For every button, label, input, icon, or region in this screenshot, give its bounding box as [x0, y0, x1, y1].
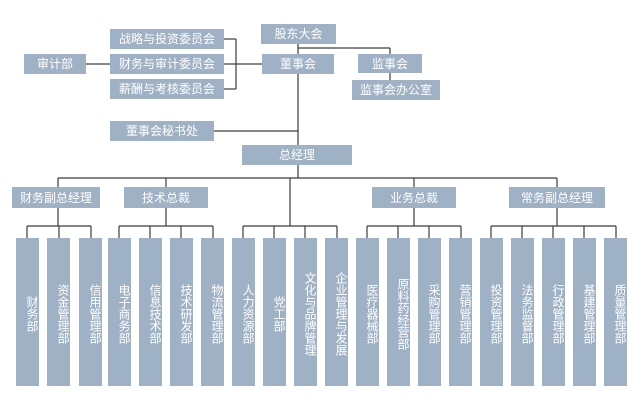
dept-ecommerce: 电子商务部: [108, 238, 131, 386]
committee-compensation-box: 薪酬与考核委员会: [110, 79, 224, 99]
dept-quality: 质量管理部: [604, 238, 627, 386]
dept-finance: 财务部: [16, 238, 39, 386]
general-manager-box: 总经理: [242, 145, 352, 165]
dept-culture-brand: 文化与品牌管理: [294, 238, 317, 386]
committee-audit-box: 财务与审计委员会: [110, 54, 224, 74]
dept-credit-management: 信用管理部: [79, 238, 102, 386]
dept-party-work: 党工部: [263, 238, 286, 386]
dept-medical-devices: 医疗器械部: [356, 238, 379, 386]
dept-hr: 人力资源部: [232, 238, 255, 386]
group-head-business-president: 业务总裁: [372, 187, 456, 208]
dept-logistics: 物流管理部: [201, 238, 224, 386]
audit-box: 审计部: [24, 54, 86, 74]
dept-investment: 投资管理部: [480, 238, 503, 386]
dept-administration: 行政管理部: [542, 238, 565, 386]
dept-infrastructure: 基建管理部: [573, 238, 596, 386]
group-head-tech-president: 技术总裁: [124, 187, 208, 208]
supervisory-board-box: 监事会: [358, 54, 422, 73]
secretary-office-box: 董事会秘书处: [110, 121, 214, 141]
dept-capital-management: 资金管理部: [47, 238, 70, 386]
group-head-executive-vp: 常务副总经理: [509, 187, 605, 208]
dept-enterprise-development: 企业管理与发展: [325, 238, 348, 386]
group-head-finance-vp: 财务副总经理: [12, 187, 100, 208]
dept-marketing: 营销管理部: [449, 238, 472, 386]
board-box: 董事会: [262, 54, 334, 74]
supervisory-office-box: 监事会办公室: [352, 80, 440, 100]
dept-api-business: 原料药经营部: [387, 238, 410, 386]
committee-strategy-box: 战略与投资委员会: [110, 29, 224, 49]
dept-it: 信息技术部: [139, 238, 162, 386]
dept-procurement: 采购管理部: [418, 238, 441, 386]
shareholders-box: 股东大会: [261, 24, 336, 44]
dept-legal-supervision: 法务监督部: [511, 238, 534, 386]
dept-rnd: 技术研发部: [170, 238, 193, 386]
